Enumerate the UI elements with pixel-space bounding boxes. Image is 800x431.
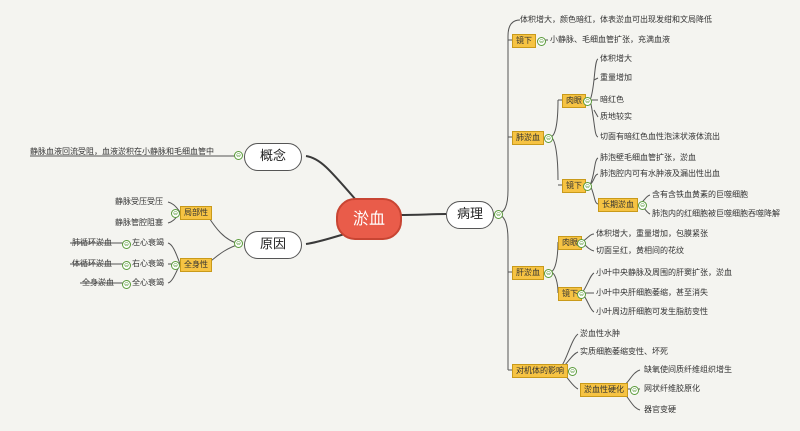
wire-pathology (397, 213, 447, 216)
cause-local[interactable]: 局部性 (180, 206, 212, 220)
lung-micro-item: 肺泡壁毛细血管扩张，淤血 (600, 153, 696, 162)
collapse-icon[interactable]: ⊖ (122, 280, 131, 289)
top-mirror[interactable]: 镜下 (512, 34, 536, 48)
systemic-child: 体循环淤血 (72, 259, 112, 268)
branch-concept[interactable]: 概念 (244, 143, 302, 171)
collapse-local-icon[interactable]: ⊖ (171, 209, 180, 218)
branch-pathology[interactable]: 病理 (446, 201, 494, 229)
collapse-cause-icon[interactable]: ⊖ (234, 239, 243, 248)
lung-chronic-item: 肺泡内的红细胞被巨噬细胞吞噬降解 (652, 209, 780, 218)
collapse-icon[interactable]: ⊖ (577, 290, 586, 299)
collapse-icon[interactable]: ⊖ (577, 239, 586, 248)
collapse-icon[interactable]: ⊖ (630, 386, 639, 395)
cause-systemic[interactable]: 全身性 (180, 258, 212, 272)
lung-gross[interactable]: 肉眼 (562, 94, 586, 108)
collapse-icon[interactable]: ⊖ (537, 37, 546, 46)
sclerosis-item: 缺氧使间质纤维组织增生 (644, 365, 732, 374)
root-node[interactable]: 淤血 (336, 198, 402, 240)
liver-gross-item: 体积增大，重量增加，包膜紧张 (596, 229, 708, 238)
lung-congestion[interactable]: 肺淤血 (512, 131, 544, 145)
lung-micro-item: 肺泡腔内可有水肿液及漏出性出血 (600, 169, 720, 178)
collapse-icon[interactable]: ⊖ (544, 269, 553, 278)
collapse-concept-icon[interactable]: ⊖ (234, 151, 243, 160)
effect-on-body[interactable]: 对机体的影响 (512, 364, 568, 378)
collapse-icon[interactable]: ⊖ (122, 240, 131, 249)
lung-gross-item: 切面有暗红色血性泡沫状液体流出 (600, 132, 720, 141)
lung-gross-item: 暗红色 (600, 95, 624, 104)
effect-sclerosis[interactable]: 淤血性硬化 (580, 383, 628, 397)
collapse-systemic-icon[interactable]: ⊖ (171, 261, 180, 270)
liver-congestion[interactable]: 肝淤血 (512, 266, 544, 280)
lung-gross-item: 质地较实 (600, 112, 632, 121)
top-mirror-child: 小静脉、毛细血管扩张，充满血液 (550, 35, 670, 44)
liver-micro-item: 小叶中央肝细胞萎缩，甚至消失 (596, 288, 708, 297)
concept-text: 静脉血液回流受阻，血液淤积在小静脉和毛细血管中 (30, 147, 214, 156)
liver-gross-item: 切面呈红，黄相间的花纹 (596, 246, 684, 255)
cause-local-item: 静脉管腔阻塞 (115, 218, 163, 227)
collapse-icon[interactable]: ⊖ (122, 261, 131, 270)
collapse-icon[interactable]: ⊖ (568, 367, 577, 376)
systemic-child: 全身淤血 (82, 278, 114, 287)
collapse-pathology-icon[interactable]: ⊖ (494, 210, 503, 219)
effect-item: 淤血性水肿 (580, 329, 620, 338)
systemic-item: 全心衰竭 (132, 278, 164, 287)
lung-chronic[interactable]: 长期淤血 (598, 198, 638, 212)
wire-concept (305, 155, 357, 201)
effect-item: 实质细胞萎缩变性、坏死 (580, 347, 668, 356)
sclerosis-item: 器官变硬 (644, 405, 676, 414)
collapse-icon[interactable]: ⊖ (583, 97, 592, 106)
liver-micro-item: 小叶周边肝细胞可发生脂肪变性 (596, 307, 708, 316)
sclerosis-item: 网状纤维胶原化 (644, 384, 700, 393)
systemic-item: 右心衰竭 (132, 259, 164, 268)
collapse-icon[interactable]: ⊖ (638, 201, 647, 210)
systemic-child: 肺循环淤血 (72, 238, 112, 247)
liver-micro-item: 小叶中央静脉及周围的肝窦扩张，淤血 (596, 268, 732, 277)
lung-chronic-item: 含有含铁血黄素的巨噬细胞 (652, 190, 748, 199)
collapse-icon[interactable]: ⊖ (544, 134, 553, 143)
branch-cause[interactable]: 原因 (244, 231, 302, 259)
collapse-icon[interactable]: ⊖ (583, 182, 592, 191)
systemic-item: 左心衰竭 (132, 238, 164, 247)
cause-local-item: 静脉受压受压 (115, 197, 163, 206)
lung-gross-item: 重量增加 (600, 73, 632, 82)
pathology-top-item: 体积增大，颜色暗红，体表淤血可出现发绀和文局降低 (520, 15, 712, 24)
lung-gross-item: 体积增大 (600, 54, 632, 63)
